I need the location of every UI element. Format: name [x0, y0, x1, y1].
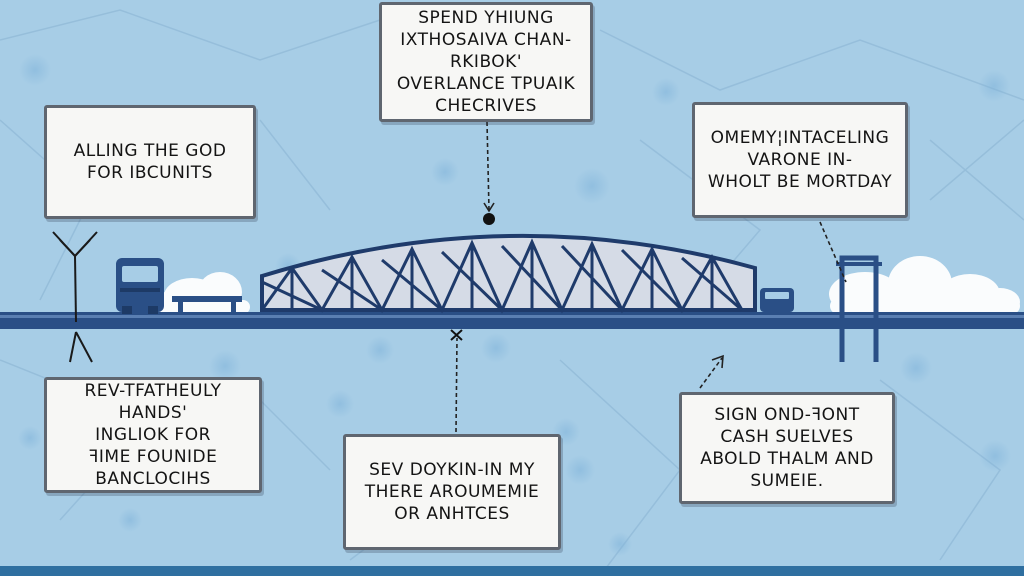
note-top-right-text: OMEMY¦INTACELING VARONE IN- WHOLT BE MOR…	[708, 127, 892, 193]
connector-bottom-center	[450, 329, 463, 433]
bottom-strip	[0, 566, 1024, 576]
note-line: HANDS'	[118, 403, 188, 423]
connector-top-right	[819, 221, 847, 283]
note-line: ꟻIME FOUNIDE	[88, 447, 218, 467]
note-line: RKIBOK'	[449, 52, 523, 72]
cloud-right	[829, 256, 1020, 316]
signal-tower-icon	[836, 255, 882, 362]
note-line: OVERLANCE TPUAIK	[396, 74, 576, 94]
ground-track-highlight	[0, 315, 1024, 318]
note-line: THERE AROUMEMIE	[364, 482, 540, 502]
note-bottom-left-text: REV-TFATHEULY HANDS' INGLIOK FOR ꟻIME FO…	[84, 380, 221, 490]
note-line: VARONE IN-	[747, 150, 853, 170]
note-bottom-right-text: SIGN OND-ꟻONT CASH SUELVES ABOLD THALM A…	[700, 404, 874, 492]
connector-bottom-right	[699, 354, 724, 389]
note-line: OMEMY¦INTACELING	[710, 128, 890, 148]
note-bottom-center: SEV DOYKIN-IN MY THERE AROUMEMIE OR ANHT…	[343, 434, 561, 550]
note-line: OR ANHTCES	[394, 504, 510, 524]
note-line: INGLIOK FOR	[95, 425, 211, 445]
truss-bridge	[260, 233, 757, 314]
note-line: SEV DOYKIN-IN MY	[369, 460, 535, 480]
note-top-left-text: ALLING THE GOD FOR IBCUNITS	[74, 140, 227, 184]
connector-top-center	[483, 121, 495, 225]
note-line: SIGN OND-ꟻONT	[714, 405, 860, 425]
antenna-icon	[52, 231, 98, 363]
note-line: CASH SUELVES	[720, 427, 854, 447]
note-line: IXTHOSAIVA CHAN-	[400, 30, 572, 50]
bench-icon	[172, 296, 242, 312]
note-line: WHOLT BE MORTDAY	[707, 172, 893, 192]
note-bottom-center-text: SEV DOYKIN-IN MY THERE AROUMEMIE OR ANHT…	[365, 459, 539, 525]
note-line: REV-TFATHEULY	[84, 381, 222, 401]
car-icon	[760, 288, 794, 312]
note-bottom-right: SIGN OND-ꟻONT CASH SUELVES ABOLD THALM A…	[679, 392, 895, 504]
note-top-right: OMEMY¦INTACELING VARONE IN- WHOLT BE MOR…	[692, 102, 908, 218]
note-bottom-left: REV-TFATHEULY HANDS' INGLIOK FOR ꟻIME FO…	[44, 377, 262, 493]
note-top-center: SPEND YHIUNG IXTHOSAIVA CHAN- RKIBOK' OV…	[379, 2, 593, 122]
note-line: ABOLD THALM AND	[700, 449, 874, 469]
note-line: SUMEIE.	[750, 471, 824, 491]
note-line: FOR IBCUNITS	[87, 163, 213, 183]
note-line: BANCLOCIHS	[95, 469, 211, 489]
note-line: SPEND YHIUNG	[418, 8, 554, 28]
ground-track	[0, 312, 1024, 329]
bus-icon	[116, 258, 164, 314]
note-line: CHECRIVES	[435, 96, 537, 116]
note-top-center-text: SPEND YHIUNG IXTHOSAIVA CHAN- RKIBOK' OV…	[397, 7, 575, 117]
note-line: ALLING THE GOD	[73, 141, 227, 161]
note-top-left: ALLING THE GOD FOR IBCUNITS	[44, 105, 256, 219]
